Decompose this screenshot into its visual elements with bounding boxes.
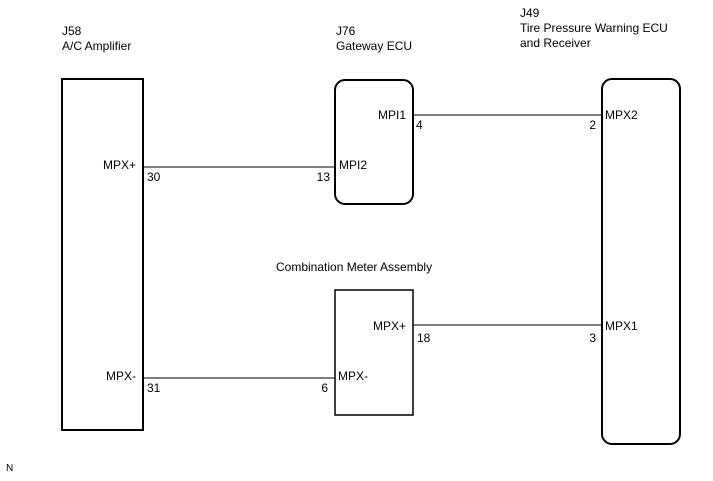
a-c-amplifier-code: J58 [62,24,82,38]
tpms-ecu-code: J49 [520,6,540,20]
cm-mpx-minus-pin-number: 6 [321,381,328,395]
a-c-amplifier-box [61,78,144,431]
a-c-amplifier-name: A/C Amplifier [62,39,132,53]
gw-mpi2-pin-name: MPI2 [339,158,368,172]
amp-mpx-plus-pin-number: 30 [147,170,161,184]
gateway-ecu-name: Gateway ECU [336,39,413,53]
tpms-ecu-box [601,78,681,445]
tp-mpx1-pin-number: 3 [589,331,596,345]
gw-mpi1-pin-number: 4 [416,118,423,132]
gw-mpi2-pin-number: 13 [316,170,330,184]
amp-mpx-plus-pin-name: MPX+ [102,158,136,172]
tp-mpx1-pin-name: MPX1 [605,319,638,333]
combination-meter-box [334,289,414,416]
tp-mpx2-pin-name: MPX2 [605,108,638,122]
footer-mark: N [6,463,14,474]
tpms-ecu-name-line2: and Receiver [520,36,591,50]
cm-mpx-plus-pin-name: MPX+ [372,319,406,333]
amp-mpx-minus-pin-number: 31 [147,381,161,395]
cm-mpx-plus-pin-number: 18 [417,331,431,345]
tpms-ecu-name-line1: Tire Pressure Warning ECU [520,21,668,35]
amp-mpx-minus-pin-name: MPX- [106,369,136,383]
gateway-ecu-code: J76 [336,24,356,38]
combination-meter-name: Combination Meter Assembly [276,260,433,274]
gw-mpi1-pin-name: MPI1 [377,108,406,122]
tp-mpx2-pin-number: 2 [589,118,596,132]
gateway-ecu-box [334,79,414,205]
cm-mpx-minus-pin-name: MPX- [338,369,368,383]
